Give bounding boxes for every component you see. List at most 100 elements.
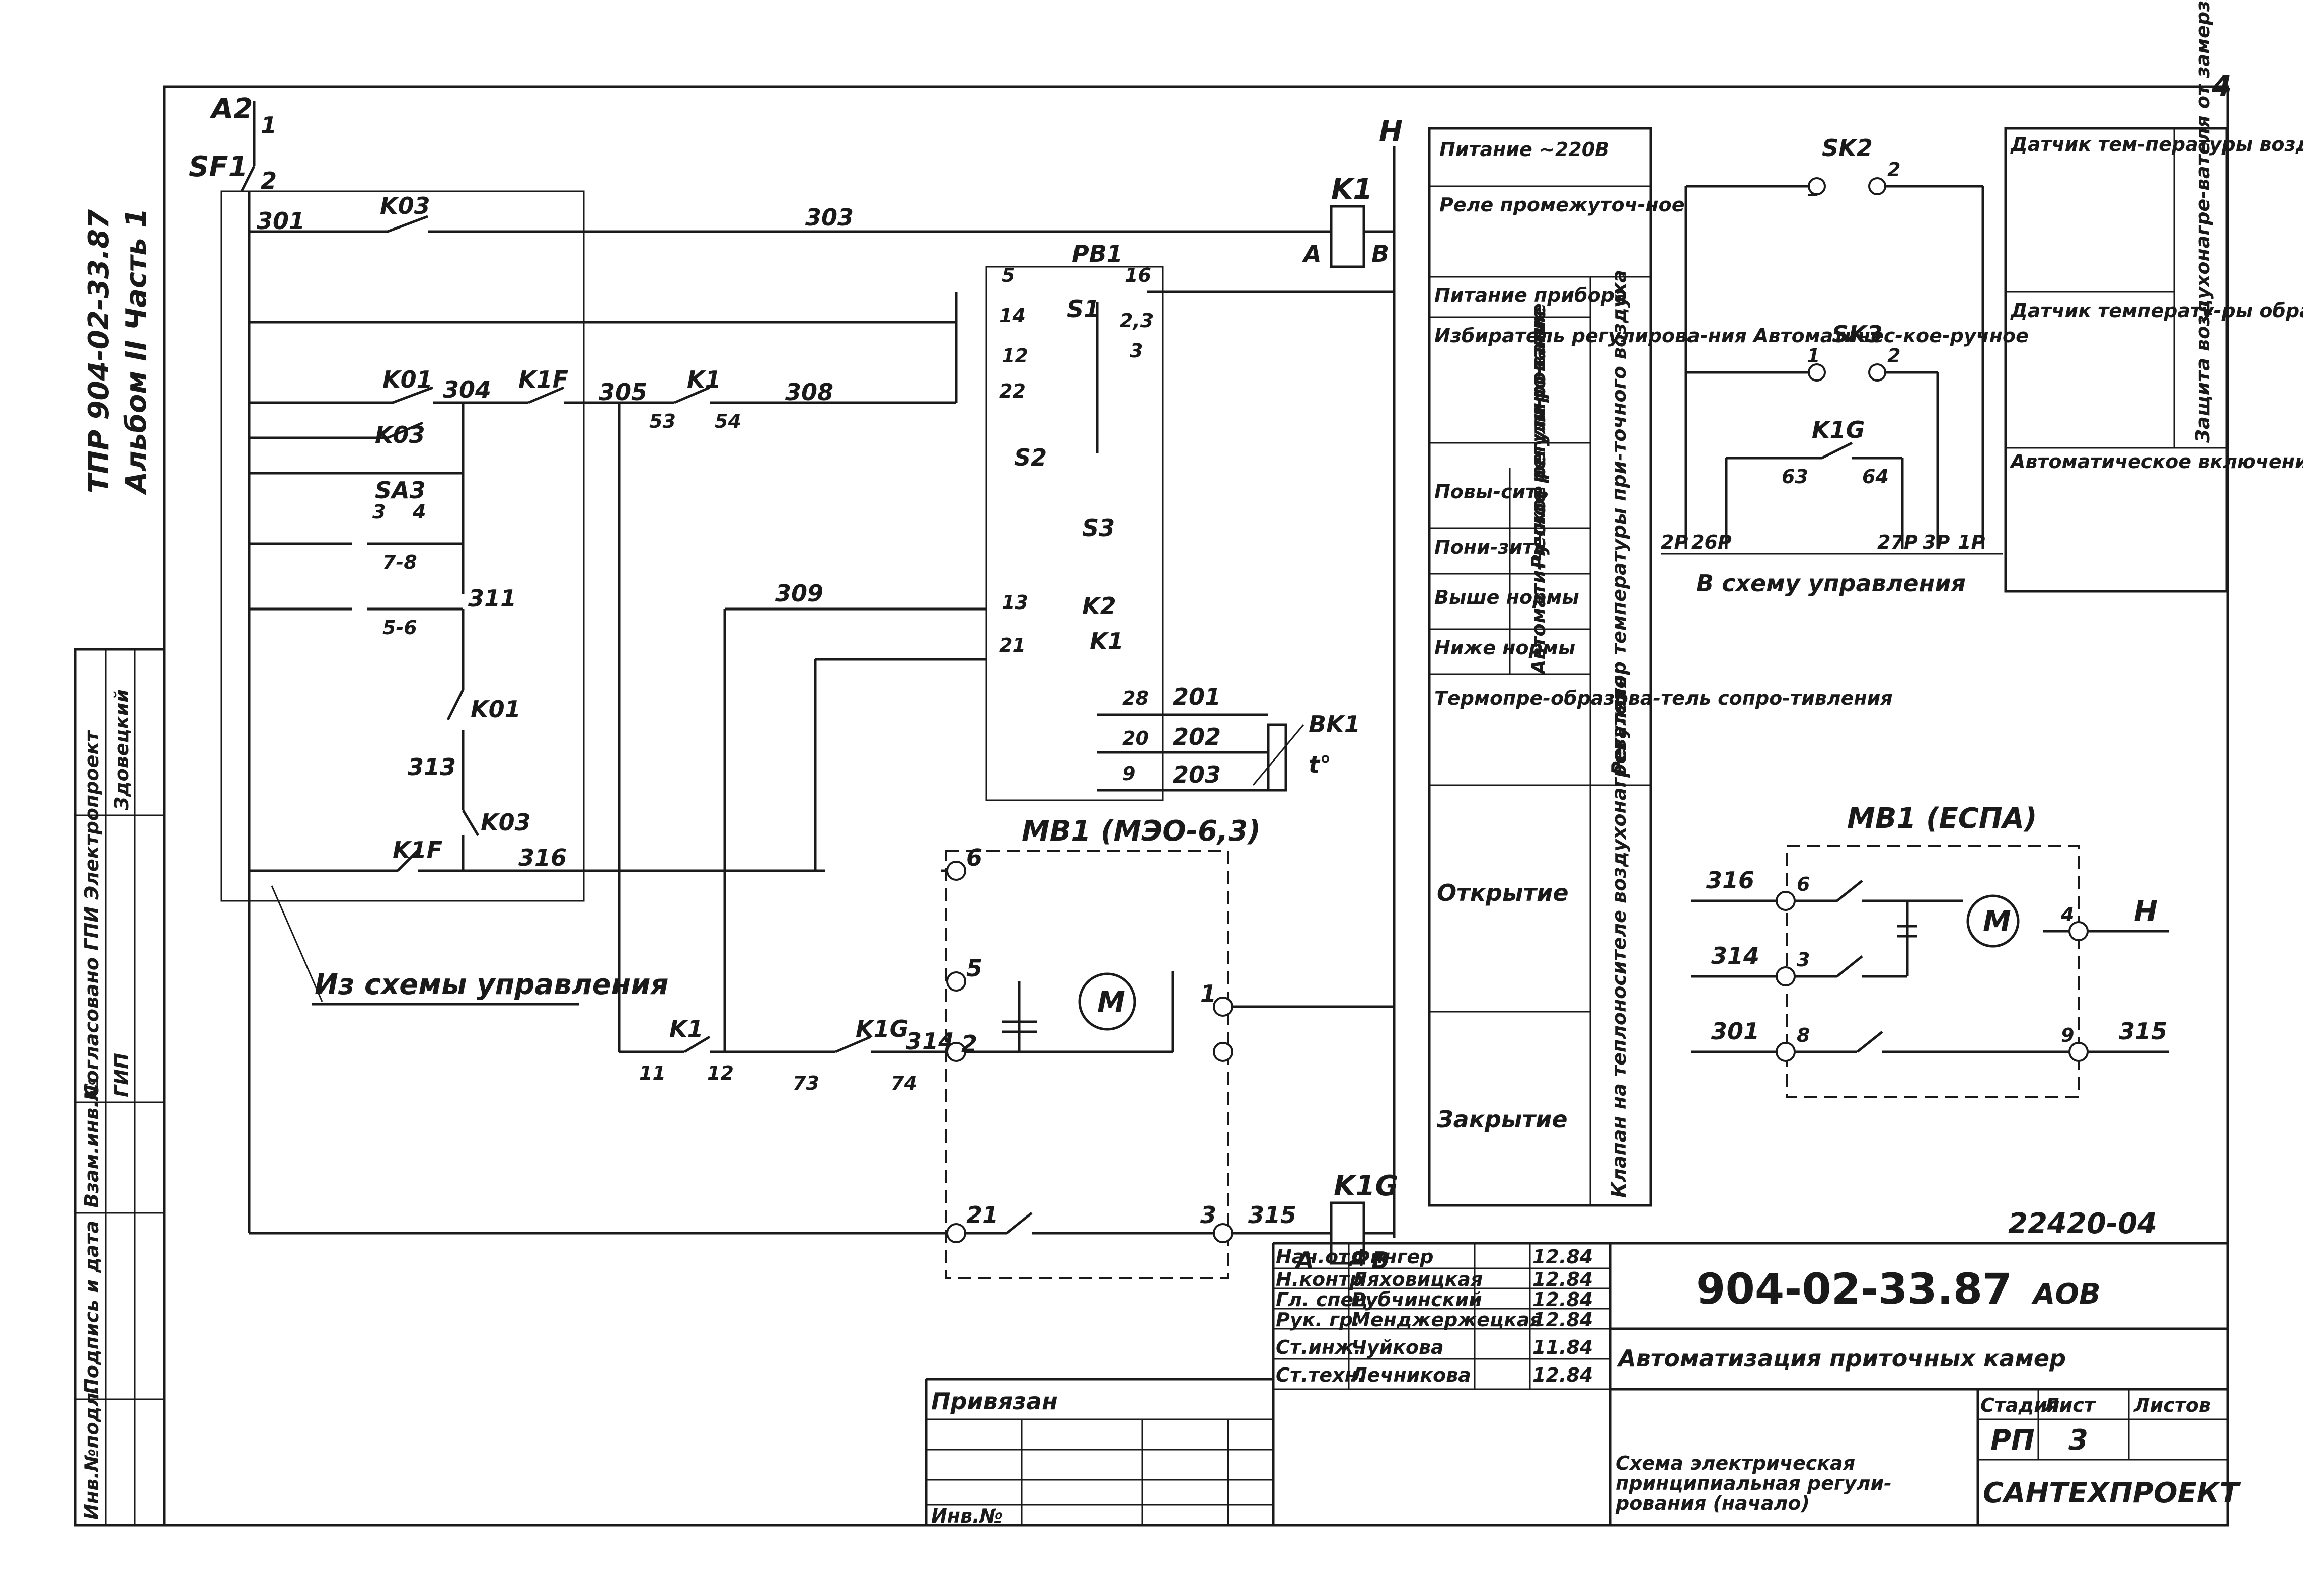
motor-meo-m: M bbox=[1097, 986, 1125, 1019]
svg-text:2P: 2P bbox=[1661, 531, 1688, 553]
svg-text:304: 304 bbox=[443, 376, 491, 403]
svg-text:A: A bbox=[1302, 240, 1322, 267]
svg-text:308: 308 bbox=[785, 378, 833, 406]
inv-no-label: Инв.№ bbox=[931, 1505, 1003, 1527]
control-box bbox=[220, 190, 585, 902]
staff-name-3: Менджержецкая bbox=[1351, 1309, 1542, 1331]
staff-date-2: 12.84 bbox=[1532, 1288, 1593, 1311]
legend-raise: Повы-сить bbox=[1434, 481, 1549, 503]
legend-freeze: Защита воздухонагре-вателя от замерзания bbox=[2192, 0, 2214, 443]
legend-sensor-return: Датчик температу-ры обрат-ного тепло-нос… bbox=[2010, 299, 2303, 322]
drawing-title: Автоматизация приточных камер bbox=[1617, 1345, 2066, 1372]
staff-role-1: Н.контр bbox=[1276, 1268, 1363, 1290]
svg-text:9: 9 bbox=[2061, 1024, 2074, 1046]
svg-text:21: 21 bbox=[966, 1201, 999, 1229]
motor-espa-m: M bbox=[1983, 905, 2011, 938]
subtitle-1: Схема электрическая bbox=[1616, 1452, 1855, 1474]
svg-text:BK1: BK1 bbox=[1309, 711, 1360, 738]
svg-text:1P: 1P bbox=[1958, 531, 1985, 553]
svg-text:K1: K1 bbox=[1331, 173, 1372, 206]
svg-text:2: 2 bbox=[1887, 159, 1900, 181]
svg-text:3: 3 bbox=[372, 501, 386, 523]
side-gip-name: Здовецкий bbox=[111, 689, 133, 811]
legend-open: Открытие bbox=[1437, 879, 1569, 906]
svg-text:4: 4 bbox=[2060, 903, 2074, 926]
stage-value: РП bbox=[1990, 1424, 2035, 1457]
svg-text:12: 12 bbox=[1002, 345, 1028, 367]
svg-text:K1F: K1F bbox=[393, 837, 442, 864]
svg-text:SA3: SA3 bbox=[375, 477, 426, 504]
svg-text:K1: K1 bbox=[669, 1015, 704, 1042]
svg-text:9: 9 bbox=[1122, 763, 1135, 785]
bound-label: Привязан bbox=[931, 1388, 1058, 1415]
staff-name-2: Рубчинский bbox=[1351, 1288, 1482, 1311]
svg-text:201: 201 bbox=[1173, 683, 1221, 710]
legend-lower: Пони-зить bbox=[1434, 536, 1546, 558]
svg-text:5-6: 5-6 bbox=[382, 617, 417, 639]
legend-pump: Автоматическое включение цир-куляционног… bbox=[2009, 450, 2303, 473]
svg-text:1: 1 bbox=[1200, 980, 1216, 1007]
svg-text:S1: S1 bbox=[1067, 295, 1100, 323]
main-code: 904-02-33.87 bbox=[1696, 1264, 2012, 1314]
legend-below: Ниже нормы bbox=[1434, 637, 1575, 659]
svg-text:K03: K03 bbox=[380, 192, 430, 219]
svg-text:203: 203 bbox=[1173, 761, 1221, 788]
svg-text:H: H bbox=[2134, 895, 2158, 928]
svg-text:14: 14 bbox=[999, 305, 1026, 327]
staff-role-0: Нач.отд bbox=[1276, 1246, 1365, 1268]
svg-text:309: 309 bbox=[775, 580, 823, 607]
side-orig-inv: Инв.№подл. bbox=[81, 1385, 103, 1520]
inv-number: 22420-04 bbox=[2008, 1207, 2157, 1240]
svg-text:316: 316 bbox=[518, 844, 567, 871]
svg-text:7-8: 7-8 bbox=[382, 551, 417, 573]
company: САНТЕХПРОЕКТ bbox=[1983, 1477, 2241, 1509]
svg-text:5: 5 bbox=[1002, 264, 1015, 286]
staff-date-1: 12.84 bbox=[1532, 1268, 1593, 1290]
title-block: Привязан Инв.№ 904-02-33.87 АОВ Автомати… bbox=[925, 1242, 2241, 1527]
mb1-meo-label: МВ1 (МЭО-6,3) bbox=[1022, 815, 1261, 848]
doc-code-vertical: ТПР 904-02-33.87 bbox=[83, 209, 115, 493]
side-replace-inv: Взам.инв.№ bbox=[81, 1078, 103, 1208]
svg-text:73: 73 bbox=[793, 1072, 819, 1094]
svg-text:28: 28 bbox=[1122, 687, 1149, 709]
relay-k1-coil bbox=[1330, 205, 1365, 268]
svg-text:S3: S3 bbox=[1082, 514, 1115, 542]
svg-text:B: B bbox=[1371, 240, 1389, 267]
svg-text:303: 303 bbox=[805, 204, 854, 231]
svg-text:K1G: K1G bbox=[1334, 1170, 1398, 1202]
motor-meo-circle bbox=[1078, 972, 1136, 1031]
svg-text:54: 54 bbox=[715, 410, 741, 432]
svg-text:S2: S2 bbox=[1014, 444, 1047, 471]
svg-text:314: 314 bbox=[1711, 942, 1759, 969]
svg-text:SK2: SK2 bbox=[1822, 134, 1873, 162]
svg-text:20: 20 bbox=[1122, 727, 1149, 749]
staff-name-0: Фингер bbox=[1351, 1246, 1433, 1268]
svg-text:12: 12 bbox=[707, 1062, 734, 1084]
mb1-espa: МВ1 (ЕСПА) 316 314 301 315 H 6 3 8 4 9 M bbox=[1691, 802, 2169, 1098]
svg-text:K1: K1 bbox=[687, 366, 721, 393]
page-number: 4 bbox=[2211, 70, 2232, 103]
sheet-label: Лист bbox=[2043, 1394, 2096, 1416]
side-sign-date: Подпись и дата bbox=[81, 1221, 103, 1394]
legend-power: Питание ~220В bbox=[1439, 138, 1609, 161]
legend-sensor-air: Датчик тем-пературы воздуха перед воз-ду… bbox=[2010, 133, 2303, 156]
staff-role-2: Гл. спец bbox=[1276, 1288, 1367, 1311]
staff-date-3: 12.84 bbox=[1532, 1309, 1593, 1331]
svg-text:316: 316 bbox=[1706, 867, 1754, 894]
sensor-block: SK2 1 2 SK3 1 2 K1G 63 64 2P 26P 27P 3P … bbox=[1661, 134, 2003, 597]
svg-text:2: 2 bbox=[1887, 345, 1900, 367]
svg-text:K03: K03 bbox=[481, 809, 531, 836]
svg-text:64: 64 bbox=[1862, 466, 1889, 488]
svg-text:202: 202 bbox=[1173, 723, 1221, 750]
svg-text:315: 315 bbox=[1248, 1201, 1296, 1229]
legend-regulator: Регулятор температуры при-точного воздух… bbox=[1608, 270, 1630, 775]
staff-date-5: 12.84 bbox=[1532, 1364, 1593, 1386]
svg-text:K01: K01 bbox=[382, 366, 433, 393]
svg-text:26P: 26P bbox=[1691, 531, 1732, 553]
legend-manual-reg: Ручное регули-рование bbox=[1527, 307, 1550, 569]
svg-text:11: 11 bbox=[639, 1062, 666, 1084]
staff-name-1: Ляховицкая bbox=[1351, 1268, 1483, 1290]
side-gip: ГИП bbox=[111, 1053, 133, 1097]
svg-text:PB1: PB1 bbox=[1072, 240, 1123, 267]
svg-text:8: 8 bbox=[1797, 1024, 1810, 1046]
